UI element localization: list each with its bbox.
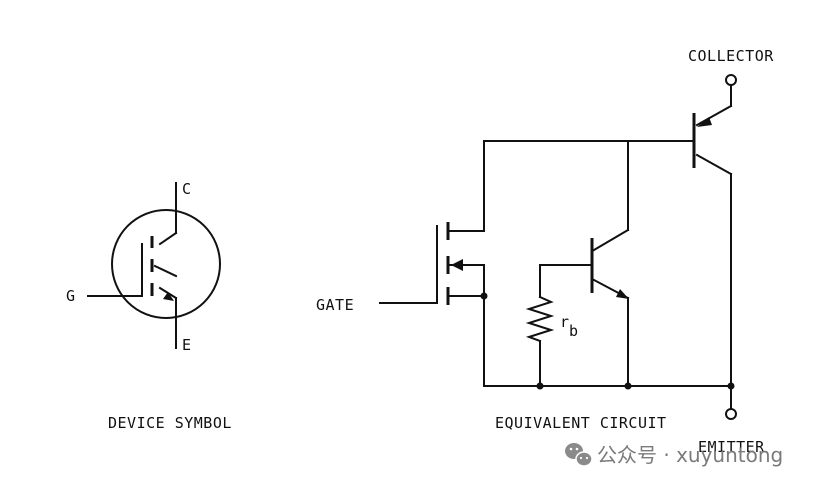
wechat-icon: [565, 443, 593, 467]
terminal-label-emitter: EMITTER: [698, 438, 765, 456]
emitter-arrow-icon: [163, 292, 174, 301]
equivalent-circuit: COLLECTOR GATE EMITTER r b EQUIVALENT CI…: [316, 47, 774, 456]
resistor-rb-zigzag: [525, 295, 555, 343]
device-symbol-circle: [111, 209, 221, 319]
device-symbol-caption: DEVICE SYMBOL: [108, 414, 232, 432]
pnp-collector-leg: [695, 153, 733, 176]
watermark: 公众号 · xuyuntong: [565, 443, 783, 467]
npn-collector-leg: [592, 228, 630, 252]
resistor-label: r: [560, 313, 570, 331]
pin-label-emitter: E: [182, 336, 192, 354]
pnp-emitter-arrow-icon: [697, 117, 712, 127]
collector-diagonal: [158, 231, 178, 246]
pin-label-collector: C: [182, 180, 192, 198]
npn-emitter-arrow-icon: [616, 289, 629, 299]
collector-terminal-icon[interactable]: [725, 74, 737, 86]
terminal-label-gate: GATE: [316, 296, 354, 314]
resistor-label-subscript: b: [569, 322, 579, 340]
watermark-text: 公众号 · xuyuntong: [597, 443, 783, 467]
device-symbol: C G E DEVICE SYMBOL: [66, 180, 232, 432]
pnp-emitter-leg: [695, 104, 733, 127]
junction-dot: [536, 382, 544, 390]
terminal-label-collector: COLLECTOR: [688, 47, 774, 65]
junction-dot: [624, 382, 632, 390]
mosfet-body-arrow-icon: [451, 259, 463, 271]
channel-diagonal: [153, 264, 178, 278]
pin-label-gate: G: [66, 287, 76, 305]
junction-dot: [727, 382, 735, 390]
emitter-terminal-icon[interactable]: [725, 408, 737, 420]
equivalent-circuit-caption: EQUIVALENT CIRCUIT: [495, 414, 667, 432]
junction-dot: [480, 292, 488, 300]
